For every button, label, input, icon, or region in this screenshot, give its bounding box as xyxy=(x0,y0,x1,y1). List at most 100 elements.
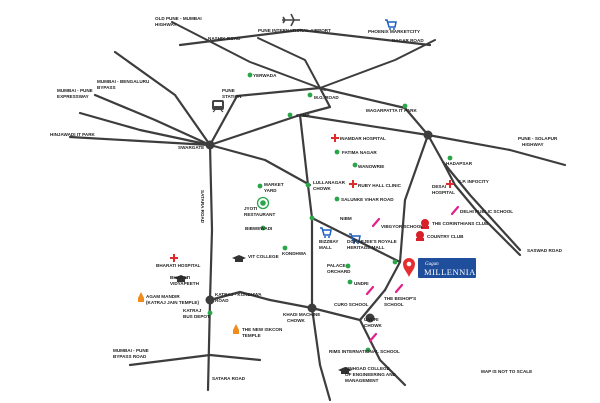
hospital-cross-icon xyxy=(170,134,454,262)
map-label: YARD xyxy=(264,188,277,193)
map-label: S.P. INFOCITY xyxy=(458,179,489,184)
map-label: KATRAJ xyxy=(183,308,202,313)
map-label: UNDRI xyxy=(364,317,379,322)
map-label: DORABJEE'S ROYALE xyxy=(347,239,397,244)
satara-road xyxy=(206,143,214,392)
map-label: NIBM xyxy=(340,216,352,221)
map-label: PUNE INTERNATIONAL AIRPORT xyxy=(258,28,331,33)
camp-lullanagar xyxy=(298,113,310,187)
shopping-cart-icon xyxy=(349,233,361,244)
map-label: BHARATI HOSPITAL xyxy=(156,263,201,268)
station-road xyxy=(208,86,322,147)
map-label: CHOWK xyxy=(364,323,383,328)
map-label: THE BISHOP'S xyxy=(384,296,416,301)
phoenix-road xyxy=(319,39,436,89)
lullanagar-south xyxy=(306,183,314,310)
katraj-kondhwa-road xyxy=(208,290,362,322)
junction-nodes xyxy=(205,130,433,323)
swargate-node xyxy=(205,140,215,150)
mumbai-pune-expressway xyxy=(78,111,212,147)
map-label: DELHI PUBLIC SCHOOL xyxy=(460,209,513,214)
map-label: CAMP xyxy=(296,113,310,118)
map-label: KATRAJ - KONDHWA xyxy=(215,292,262,297)
khadi-node xyxy=(307,303,317,313)
map-label: FATIMA NAGAR xyxy=(342,150,377,155)
temple-icon xyxy=(138,292,239,334)
airport-road xyxy=(257,37,321,89)
undri-chowk-node xyxy=(365,313,375,323)
swargate-lullanagar xyxy=(208,143,312,187)
map-label: YERWADA xyxy=(253,73,277,78)
map-label: MALL xyxy=(319,245,332,250)
shopping-cart-icon xyxy=(320,227,332,238)
hinjawadi-road xyxy=(68,135,212,147)
magarpatta-node xyxy=(423,130,433,140)
map-label: VIBGYOR SCHOOL xyxy=(381,224,423,229)
magarpatta-south xyxy=(383,133,430,292)
saswad-road xyxy=(441,160,522,257)
road-network xyxy=(68,21,567,402)
map-label: BHARATI xyxy=(170,275,190,280)
map-label: OF ENGINEERING AND xyxy=(345,372,397,377)
map-label: ROAD xyxy=(215,298,229,303)
khadi-south xyxy=(310,306,332,402)
map-label: BUS DEPOT xyxy=(183,314,210,319)
map-label: SATARA ROAD xyxy=(212,376,246,381)
undri-south xyxy=(358,318,407,387)
map-label: MUMBAI - PUNE xyxy=(57,88,93,93)
mumbai-bengaluru-bypass xyxy=(93,93,212,147)
map-label: SALUNKE VIHAR ROAD xyxy=(341,197,394,202)
brand-name: MILLENNIA xyxy=(424,267,476,277)
not-to-scale-note: MAP IS NOT TO SCALE xyxy=(481,369,532,374)
graduation-cap-icon xyxy=(174,255,352,374)
landmark-dots xyxy=(207,72,453,353)
airplane-icon xyxy=(282,13,300,27)
map-labels: OLD PUNE - MUMBAI HIGHWAY NASHIK ROAD PU… xyxy=(50,16,563,383)
map-label: KONDHWA xyxy=(282,251,307,256)
map-label: HIGHWAY xyxy=(522,142,544,147)
map-label: BYPASS xyxy=(97,85,116,90)
map-label: HINJAWADI IT PARK xyxy=(50,132,96,137)
camp-road xyxy=(298,86,332,117)
map-label: STATION xyxy=(222,94,242,99)
undri-road xyxy=(358,288,387,322)
map-label: HIGHWAY xyxy=(155,22,177,27)
map-label: MUMBAI - PUNE xyxy=(113,348,149,353)
map-label: VIT COLLEGE xyxy=(248,254,279,259)
map-label: MARKET xyxy=(264,182,284,187)
map-label: NASHIK ROAD xyxy=(208,36,241,41)
map-label: RUBY HALL CLINIC xyxy=(358,183,402,188)
map-label: SASWAD ROAD xyxy=(527,248,563,253)
map-label: BIZZBAY xyxy=(319,239,338,244)
katraj-node xyxy=(205,295,215,305)
map-label: ORCHARD xyxy=(327,269,351,274)
map-label: MUMBAI - BENGALURU xyxy=(97,79,150,84)
map-label: M.G. ROAD xyxy=(314,95,339,100)
map-label: CHOWK xyxy=(287,318,306,323)
map-label: RIMS INTERNATIONAL SCHOOL xyxy=(329,349,400,354)
map-label: HERITAGE MALL xyxy=(347,245,385,250)
map-label: HADAPSAR xyxy=(446,161,473,166)
map-label: BIBWEWADI xyxy=(245,226,272,231)
hadapsar-road xyxy=(426,133,522,252)
map-label: SINHGAD COLLEGE xyxy=(345,366,390,371)
shopping-cart-icon xyxy=(385,19,397,30)
club-icon xyxy=(416,219,429,241)
location-pin-icon xyxy=(403,258,415,277)
old-pune-mumbai-highway xyxy=(113,50,212,147)
map-label: DESAI xyxy=(432,184,446,189)
nashik-road xyxy=(171,21,326,91)
map-label: INAMDAR HOSPITAL xyxy=(340,136,386,141)
map-label: EXPRESSWAY xyxy=(57,94,89,99)
map-label: CURO SCHOOL xyxy=(334,302,369,307)
map-label: MAGARPATTA IT PARK xyxy=(366,108,417,113)
map-label: THE CORINTHIANS CLUB xyxy=(432,221,489,226)
map-label: THE NEW ISKCON xyxy=(242,327,283,332)
map-label: JYOTI xyxy=(244,206,257,211)
map-label: SATARA ROAD xyxy=(200,190,205,224)
bypass-road xyxy=(128,353,262,367)
map-label: CHOWK xyxy=(313,186,332,191)
restaurant-icon xyxy=(256,196,270,210)
